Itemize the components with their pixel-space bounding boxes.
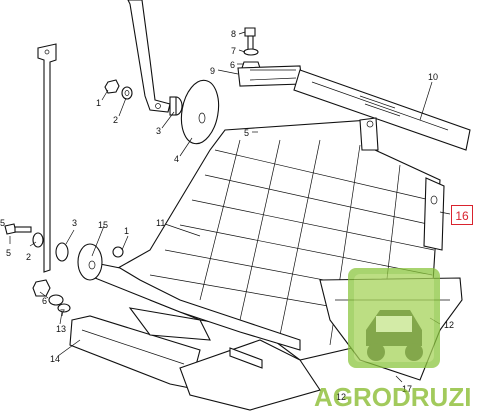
hardware-lower-left: [32, 279, 71, 313]
hardware-top-right: [241, 27, 261, 69]
callout-9: 9: [210, 66, 215, 76]
leader-lines: [9, 31, 451, 383]
callout-5a: 5: [244, 128, 249, 138]
bottom-plate: [69, 307, 321, 411]
top-plates: [237, 65, 471, 151]
callout-7a: 7: [231, 46, 236, 56]
callout-6b: 6: [42, 296, 47, 306]
callout-6a: 6: [230, 60, 235, 70]
callout-5b: 5: [6, 248, 11, 258]
callout-8a: 8: [231, 29, 236, 39]
callout-1a: 1: [96, 98, 101, 108]
callout-16-highlighted: 16: [451, 205, 473, 225]
callout-7b: 7: [60, 308, 65, 318]
upper-bracket: [127, 0, 171, 113]
hardware-upper-left: [104, 79, 183, 116]
callout-12b: 12: [336, 392, 346, 402]
callout-17: 17: [402, 384, 412, 394]
callout-15: 15: [98, 220, 108, 230]
left-bracket: [37, 43, 57, 273]
callout-12a: 12: [444, 320, 454, 330]
callout-3a: 3: [156, 126, 161, 136]
callout-labels: 1 2 3 4 5 6 7 8 9 10 11 12 12 13 14 15 1…: [0, 29, 454, 402]
callout-2a: 2: [113, 115, 118, 125]
callout-2b: 2: [26, 252, 31, 262]
right-lower-plate: [319, 277, 463, 381]
callout-11: 11: [156, 218, 165, 228]
hardware-left: [4, 223, 124, 262]
callout-5c: 5: [0, 218, 5, 228]
callout-14: 14: [50, 354, 60, 364]
disc-plate: [180, 79, 220, 145]
callout-1b: 1: [124, 226, 129, 236]
callout-4: 4: [174, 154, 179, 164]
callout-10: 10: [428, 72, 438, 82]
callout-13: 13: [56, 324, 66, 334]
callout-3b: 3: [72, 218, 77, 228]
